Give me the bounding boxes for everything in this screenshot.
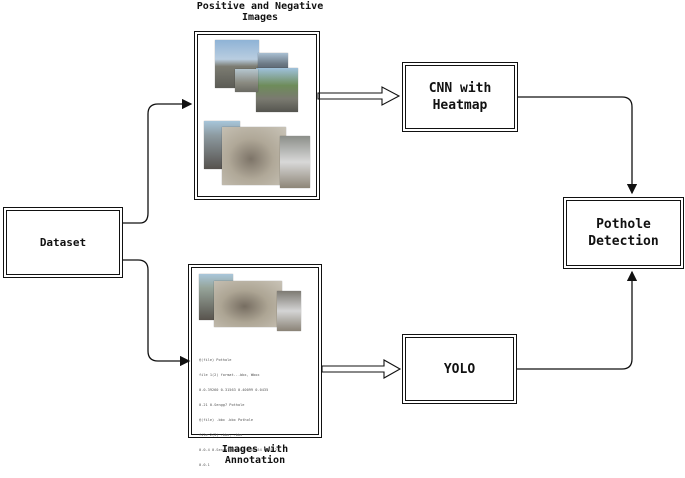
annotation-text-block: @(file) Pothole file 1(2) format...bbx, … <box>199 348 279 478</box>
positive-negative-images-document <box>194 31 320 200</box>
connector-dataset-to-positive-negative <box>122 98 193 224</box>
annotation-line: 0.0.4 0.Sengg7 0.2220 0.16654 0.15(2) <box>199 448 280 452</box>
annotation-line: 0.21 0.Sengg7 Pothole <box>199 403 245 407</box>
annotation-line: @(file) .bbx .bbx Pothole <box>199 418 254 422</box>
pothole-photo-right <box>280 136 310 188</box>
road-photo-tree <box>256 68 298 112</box>
annotation-line: @(file) Pothole <box>199 358 232 362</box>
connector-cnn-to-pothole <box>518 96 638 195</box>
road-photo-mid <box>235 69 258 92</box>
annotation-line: file 1(2) format...bbx, Wbox <box>199 373 260 377</box>
dataset-node: Dataset <box>3 207 123 278</box>
annotated-images-document: @(file) Pothole file 1(2) format...bbx, … <box>188 264 322 467</box>
hollow-arrow-to-cnn <box>317 86 401 106</box>
connector-yolo-to-pothole <box>516 270 638 370</box>
pothole-detection-node: Pothole Detection <box>563 197 684 269</box>
hollow-arrow-to-yolo <box>321 359 402 379</box>
annotation-line: 0.0.1 <box>199 463 210 467</box>
annotated-photo-right <box>277 291 301 331</box>
annotated-photo-center <box>214 281 282 327</box>
annotation-line: 0.0.39260 0.31563 0.40099 0.0435 <box>199 388 269 392</box>
images-with-annotation-caption: Images with Annotation <box>221 444 289 466</box>
yolo-node: YOLO <box>402 334 517 404</box>
connector-dataset-to-annotation <box>122 259 191 367</box>
annotation-line: file 2(3) .bbx, .bbx <box>199 433 243 437</box>
cnn-heatmap-node: CNN with Heatmap <box>402 62 518 132</box>
pothole-photo-center <box>222 127 286 185</box>
positive-negative-images-caption: Positive and Negative Images <box>196 1 324 23</box>
